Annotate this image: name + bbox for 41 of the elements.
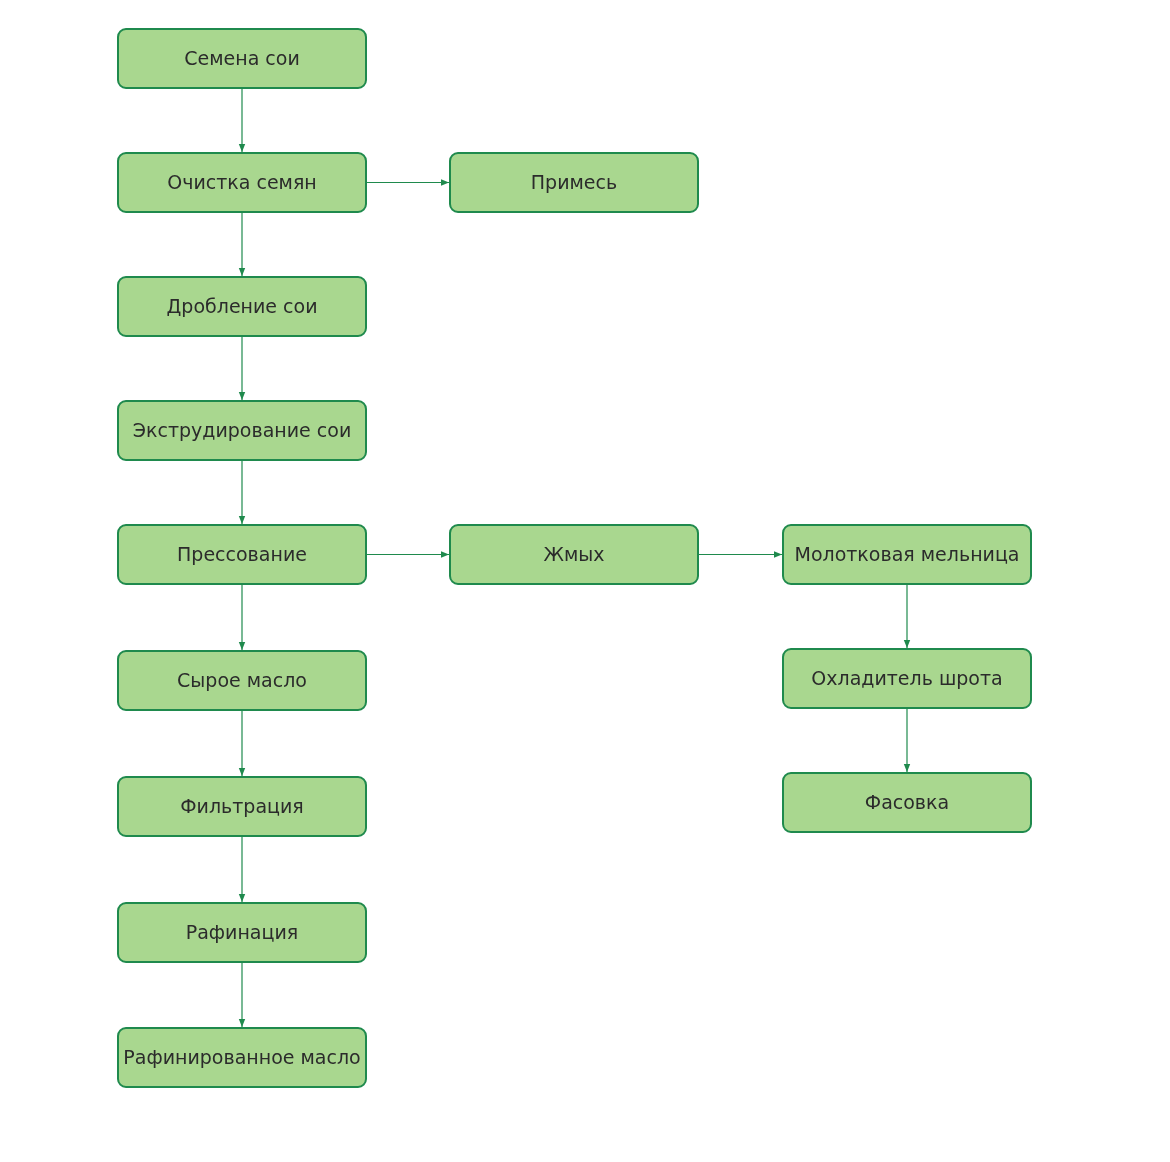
arrow — [903, 584, 911, 649]
arrow — [238, 710, 246, 777]
process-box — [449, 524, 699, 585]
arrow — [366, 179, 450, 186]
step-label: Рафинированное масло — [122, 1045, 362, 1071]
process-box — [117, 400, 367, 461]
arrow — [238, 460, 246, 525]
process-box — [117, 902, 367, 963]
step-label: Молотковая мельница — [793, 542, 1021, 568]
arrow — [238, 336, 246, 401]
arrow — [238, 212, 246, 277]
process-box — [782, 772, 1032, 833]
process-box — [117, 1027, 367, 1088]
step-label: Семена сои — [183, 46, 301, 72]
arrow — [366, 551, 450, 558]
step-label: Экструдирование сои — [131, 418, 353, 444]
step-label: Охладитель шрота — [810, 666, 1004, 692]
step-label: Прессование — [176, 542, 308, 568]
step-label: Рафинация — [184, 920, 300, 946]
process-box — [117, 28, 367, 89]
process-box — [117, 650, 367, 711]
process-box — [782, 648, 1032, 709]
arrow — [238, 962, 246, 1028]
process-box — [117, 776, 367, 837]
process-box — [117, 524, 367, 585]
arrow — [238, 836, 246, 903]
arrow — [238, 88, 246, 153]
process-box — [449, 152, 699, 213]
step-label: Фасовка — [863, 790, 951, 816]
arrow — [238, 584, 246, 651]
step-label: Примесь — [529, 170, 619, 196]
step-label: Сырое масло — [176, 668, 308, 694]
step-label: Дробление сои — [165, 294, 319, 320]
process-box — [782, 524, 1032, 585]
process-box — [117, 152, 367, 213]
process-box — [117, 276, 367, 337]
arrow — [698, 551, 783, 558]
arrow — [903, 708, 911, 773]
step-label: Очистка семян — [166, 170, 318, 196]
step-label: Фильтрация — [179, 794, 305, 820]
step-label: Жмых — [542, 542, 606, 568]
